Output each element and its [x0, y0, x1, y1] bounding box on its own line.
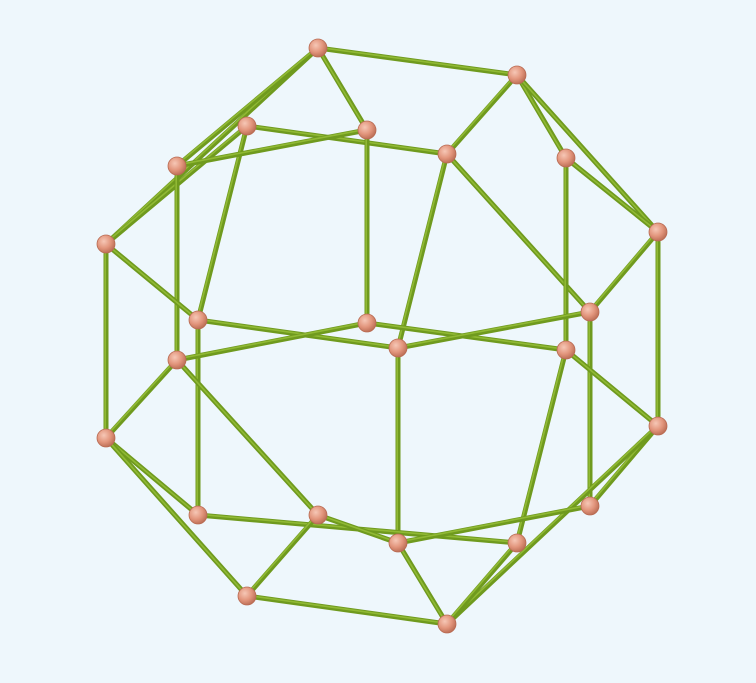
- edge-A-D: [315, 45, 370, 133]
- vertex-M: [388, 338, 408, 358]
- edge-D-L: [364, 127, 370, 326]
- edge-O-T: [174, 357, 321, 518]
- edge-B-I: [514, 72, 661, 235]
- edge-L-O: [174, 320, 370, 363]
- vertex-J: [580, 302, 600, 322]
- edge-U-R: [395, 503, 593, 546]
- vertex-E: [437, 144, 457, 164]
- vertex-P: [96, 428, 116, 448]
- edge-E-M: [395, 151, 450, 351]
- vertex-D: [357, 120, 377, 140]
- edge-T-U: [315, 512, 401, 546]
- edge-T-X: [244, 512, 321, 599]
- edge-O-P: [103, 357, 180, 441]
- edge-Q-Y: [444, 423, 661, 627]
- vertex-C: [237, 116, 257, 136]
- edge-F-N: [563, 155, 569, 353]
- edge-G-D: [174, 127, 370, 169]
- vertex-S: [188, 505, 208, 525]
- edge-N-W: [514, 347, 569, 546]
- vertex-Y: [437, 614, 457, 634]
- vertex-H: [96, 234, 116, 254]
- edge-N-Q: [563, 347, 661, 429]
- edge-P-X: [103, 435, 250, 599]
- vertex-L: [357, 313, 377, 333]
- edge-K-S: [195, 317, 201, 518]
- vertex-Q: [648, 416, 668, 436]
- edge-B-F: [514, 72, 569, 161]
- vertex-group: [96, 38, 668, 634]
- vertex-T: [308, 505, 328, 525]
- edge-X-Y: [244, 593, 450, 627]
- edge-M-U: [395, 345, 401, 546]
- edge-I-Q: [655, 229, 661, 429]
- edge-G-O: [174, 163, 180, 363]
- edge-A-B: [315, 45, 520, 78]
- vertex-U: [388, 533, 408, 553]
- vertex-I: [648, 222, 668, 242]
- edge-J-R: [587, 309, 593, 509]
- edge-I-J: [587, 229, 661, 315]
- vertex-R: [580, 496, 600, 516]
- vertex-K: [188, 310, 208, 330]
- edge-C-E: [244, 123, 450, 157]
- vertex-N: [556, 340, 576, 360]
- vertex-X: [237, 586, 257, 606]
- edge-F-I: [563, 155, 661, 235]
- edge-C-K: [195, 123, 250, 323]
- vertex-A: [308, 38, 328, 58]
- vertex-G: [167, 156, 187, 176]
- edge-M-J: [395, 309, 593, 351]
- edge-B-E: [444, 72, 520, 157]
- edge-H-P: [103, 241, 109, 441]
- vertex-O: [167, 350, 187, 370]
- edge-group: [103, 45, 661, 627]
- edge-P-S: [103, 435, 201, 518]
- edge-U-Y: [395, 540, 450, 627]
- vertex-W: [507, 533, 527, 553]
- edge-H-K: [103, 241, 201, 323]
- edge-A-G: [174, 45, 321, 169]
- edge-W-Y: [444, 540, 520, 627]
- vertex-B: [507, 65, 527, 85]
- vertex-F: [556, 148, 576, 168]
